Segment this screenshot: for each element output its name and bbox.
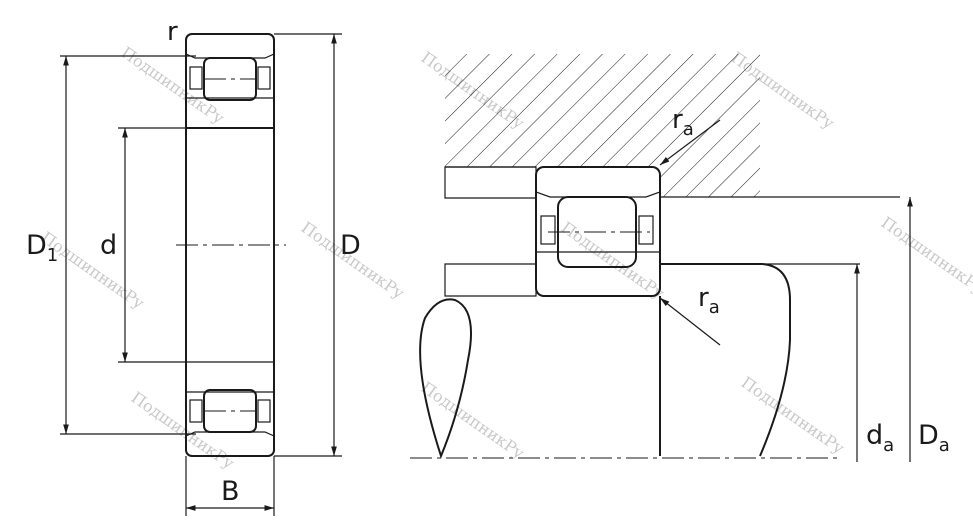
leader-ra-bottom: [659, 297, 721, 346]
cage-top-left: [189, 66, 203, 90]
outer-ring-top: [185, 33, 275, 59]
mounted-cage-right: [638, 215, 654, 245]
shaft-section: [419, 298, 472, 459]
cage-bottom-left: [189, 399, 203, 423]
mounted-cage-left: [540, 215, 556, 245]
housing-shoulder: [444, 166, 537, 199]
shaft-shoulder: [444, 263, 537, 297]
inner-ring-bottom: [185, 361, 275, 393]
housing: [445, 54, 760, 197]
label-ra-top: ra: [672, 105, 694, 140]
label-d: d: [100, 230, 117, 261]
mounted-outer-ring: [535, 166, 661, 198]
label-D: D: [340, 230, 361, 261]
watermark: ПодшипникРу: [558, 218, 669, 303]
watermark: ПодшипникРу: [738, 373, 849, 458]
watermark: ПодшипникРу: [38, 228, 149, 313]
bearing-section-view: r D1 d D B: [26, 17, 361, 516]
watermark: ПодшипникРу: [418, 378, 529, 463]
leader-ra-top: [659, 119, 721, 166]
watermark: ПодшипникРу: [878, 213, 973, 298]
label-r: r: [167, 17, 178, 47]
cage-top-right: [257, 66, 271, 90]
mounting-view: ra ra da Da: [410, 54, 950, 462]
watermark: ПодшипникРу: [128, 388, 239, 473]
shaft-outline: [660, 263, 791, 457]
label-D1: D1: [26, 230, 58, 266]
label-da: da: [866, 420, 894, 456]
outer-ring-bottom: [185, 431, 275, 457]
cage-bottom-right: [257, 399, 271, 423]
label-B: B: [221, 476, 240, 507]
label-Da: Da: [918, 420, 950, 456]
label-ra-bottom: ra: [698, 283, 720, 318]
mounted-inner-ring: [535, 251, 661, 297]
